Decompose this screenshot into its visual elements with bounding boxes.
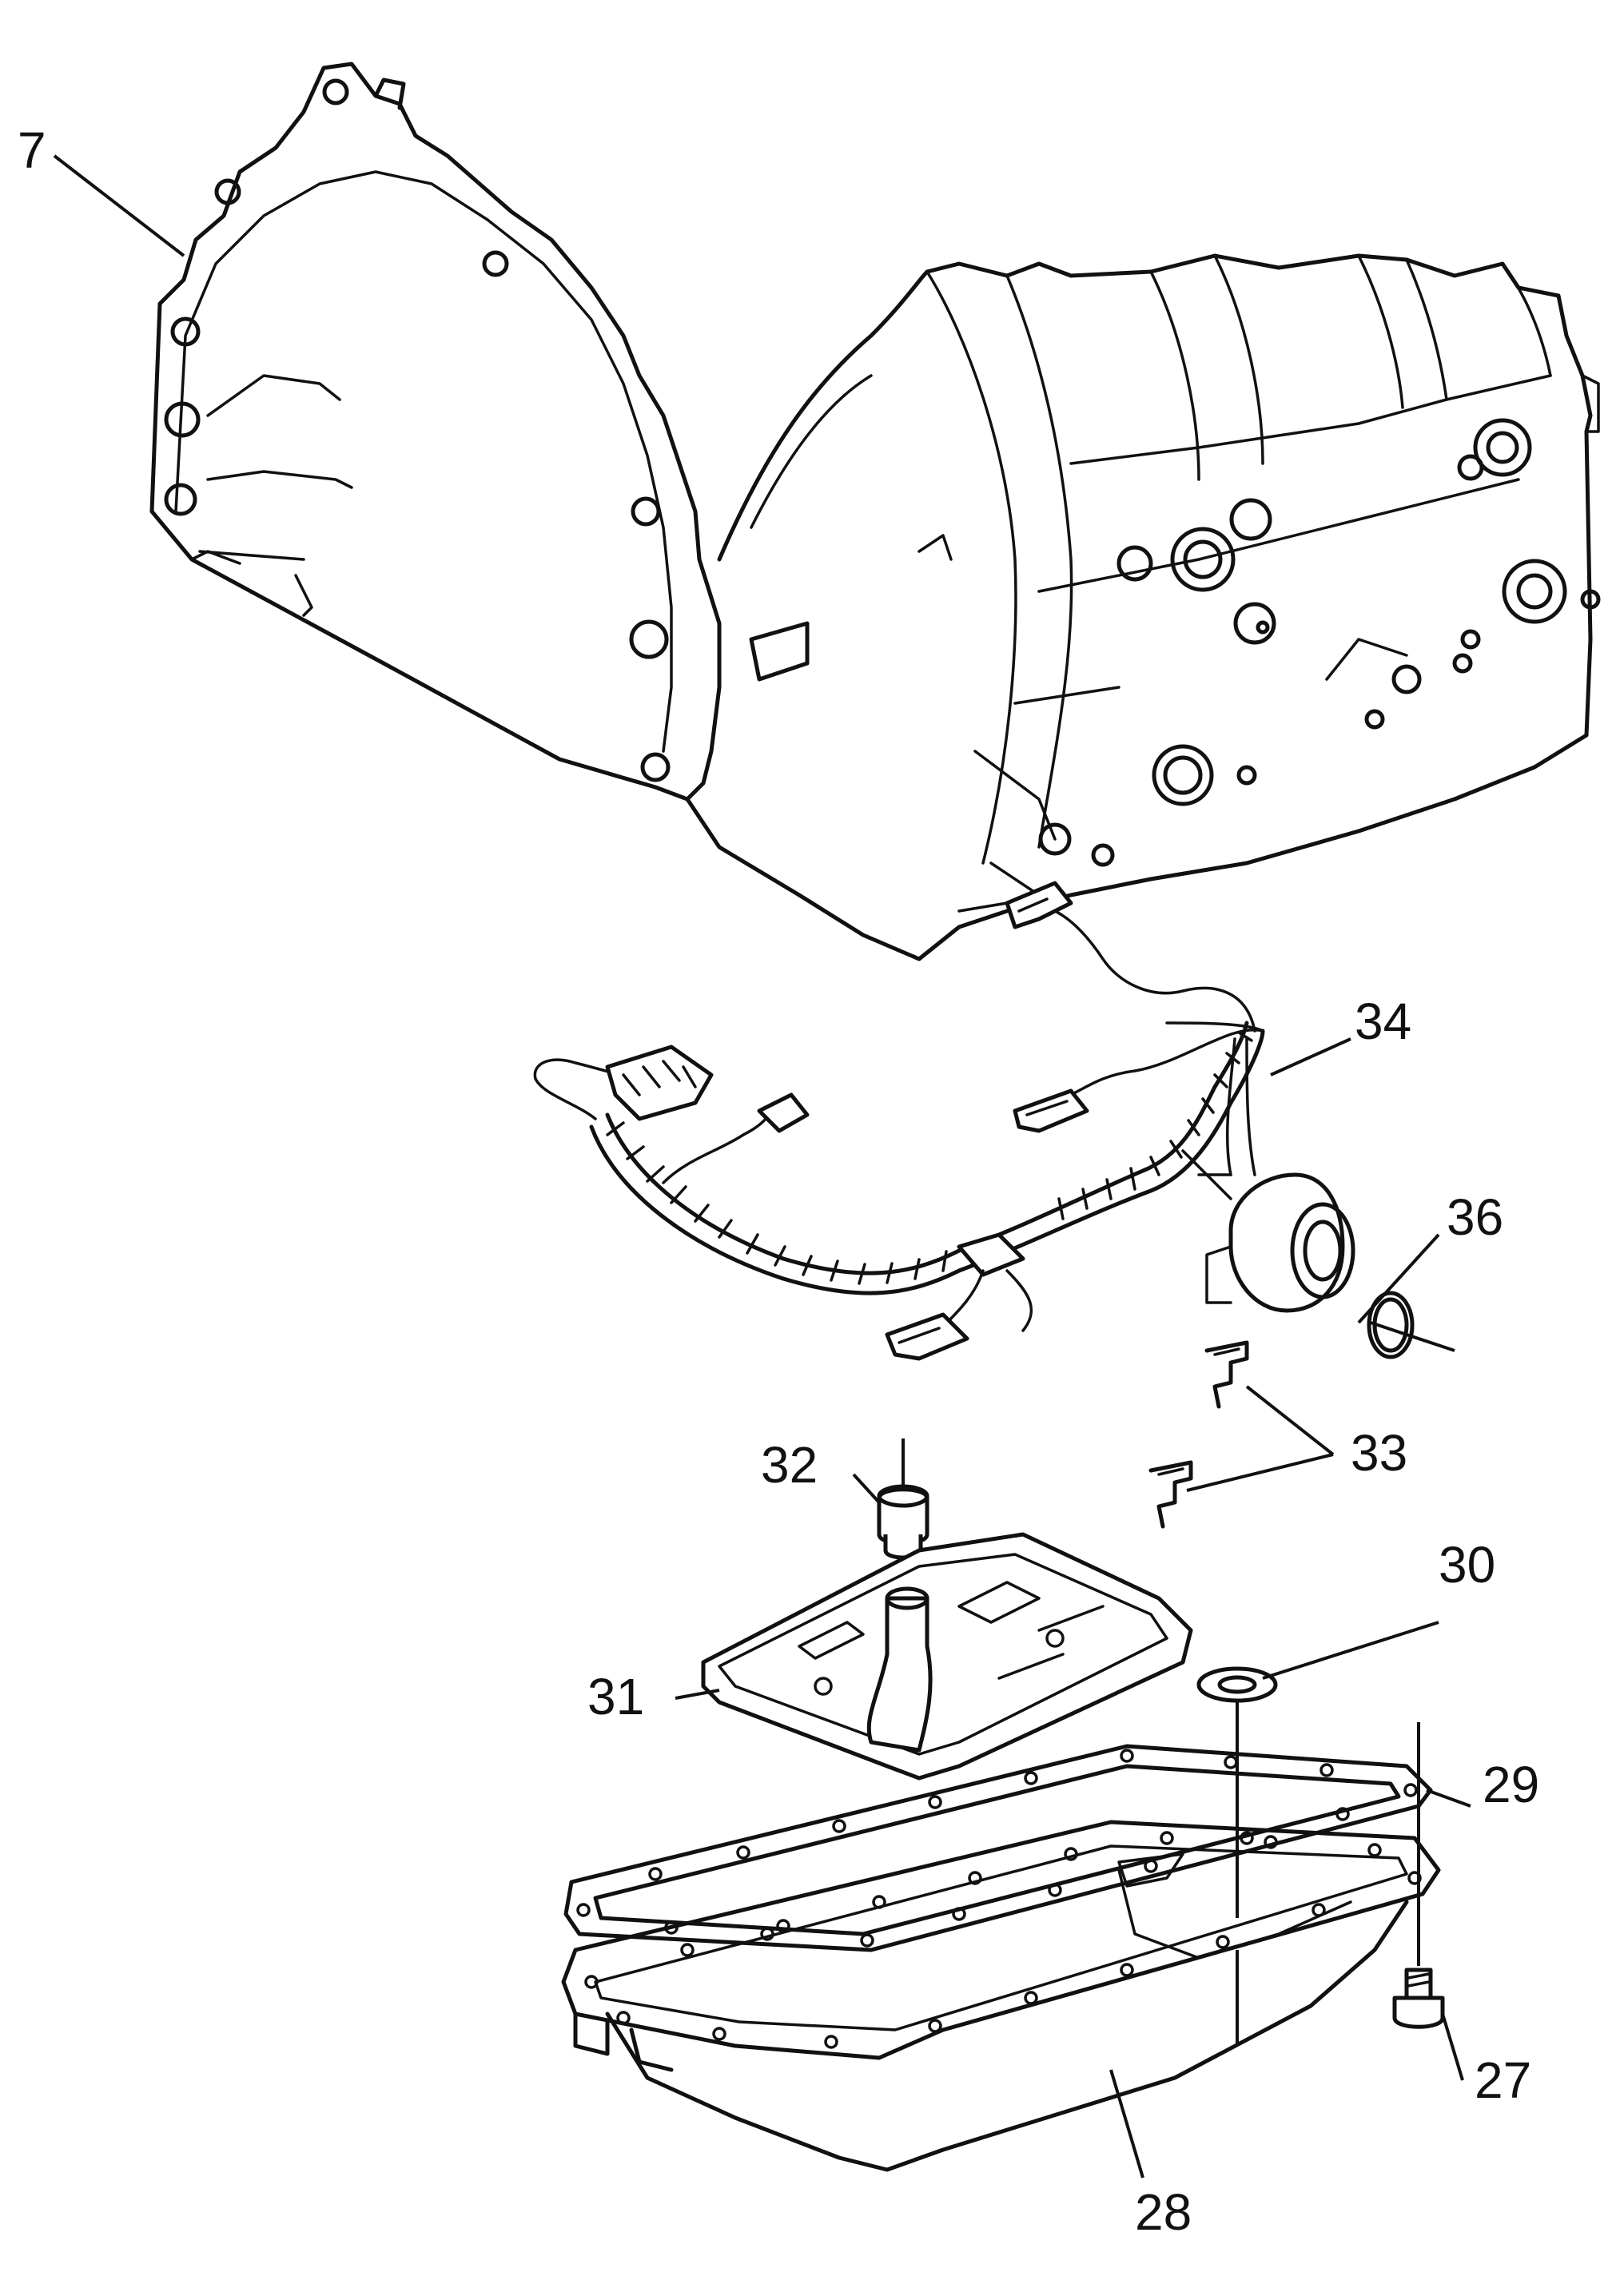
callout-30: 30 <box>1439 1536 1495 1594</box>
callout-31: 31 <box>587 1668 644 1725</box>
pan-washer <box>1196 1666 1278 2046</box>
callout-28: 28 <box>1135 2183 1192 2241</box>
wiring-harness <box>533 881 1355 1361</box>
callout-34: 34 <box>1355 993 1411 1050</box>
pan-bolt <box>1392 1722 1445 2029</box>
transmission-filter <box>701 1532 1193 1781</box>
oil-pan <box>561 1820 1441 2172</box>
harness-clips <box>1148 1340 1249 1529</box>
transmission-case <box>149 62 1601 961</box>
callout-32: 32 <box>761 1436 818 1494</box>
callout-36: 36 <box>1447 1188 1503 1246</box>
callout-33: 33 <box>1351 1424 1407 1482</box>
filter-seal <box>877 1438 929 1590</box>
callout-29: 29 <box>1483 1756 1539 1813</box>
callout-7: 7 <box>18 121 46 179</box>
callout-labels: 7 34 36 33 32 30 31 29 27 28 <box>18 121 1539 2241</box>
callout-27: 27 <box>1475 2051 1531 2109</box>
leader-lines <box>53 154 1471 2179</box>
pan-gasket <box>563 1744 1433 1952</box>
